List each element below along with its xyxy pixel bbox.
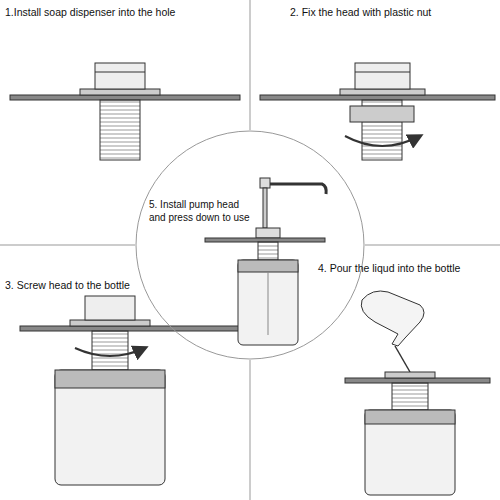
step-label: 1.Install soap dispenser into the hole bbox=[5, 6, 245, 19]
step-label: 5. Install pump head and press down to u… bbox=[149, 198, 255, 224]
dispenser-in-hole bbox=[10, 63, 240, 160]
step-label: 2. Fix the head with plastic nut bbox=[290, 6, 495, 19]
step-label: 4. Pour the liqud into the bottle bbox=[318, 262, 496, 275]
step-circle: 5. Install pump head and press down to u… bbox=[135, 130, 365, 360]
step-label: 3. Screw head to the bottle bbox=[5, 279, 245, 292]
plastic-nut-fixing bbox=[260, 63, 495, 160]
circle-outline bbox=[135, 130, 365, 360]
bottle-screwing bbox=[20, 296, 240, 485]
pouring-liquid bbox=[345, 291, 490, 495]
